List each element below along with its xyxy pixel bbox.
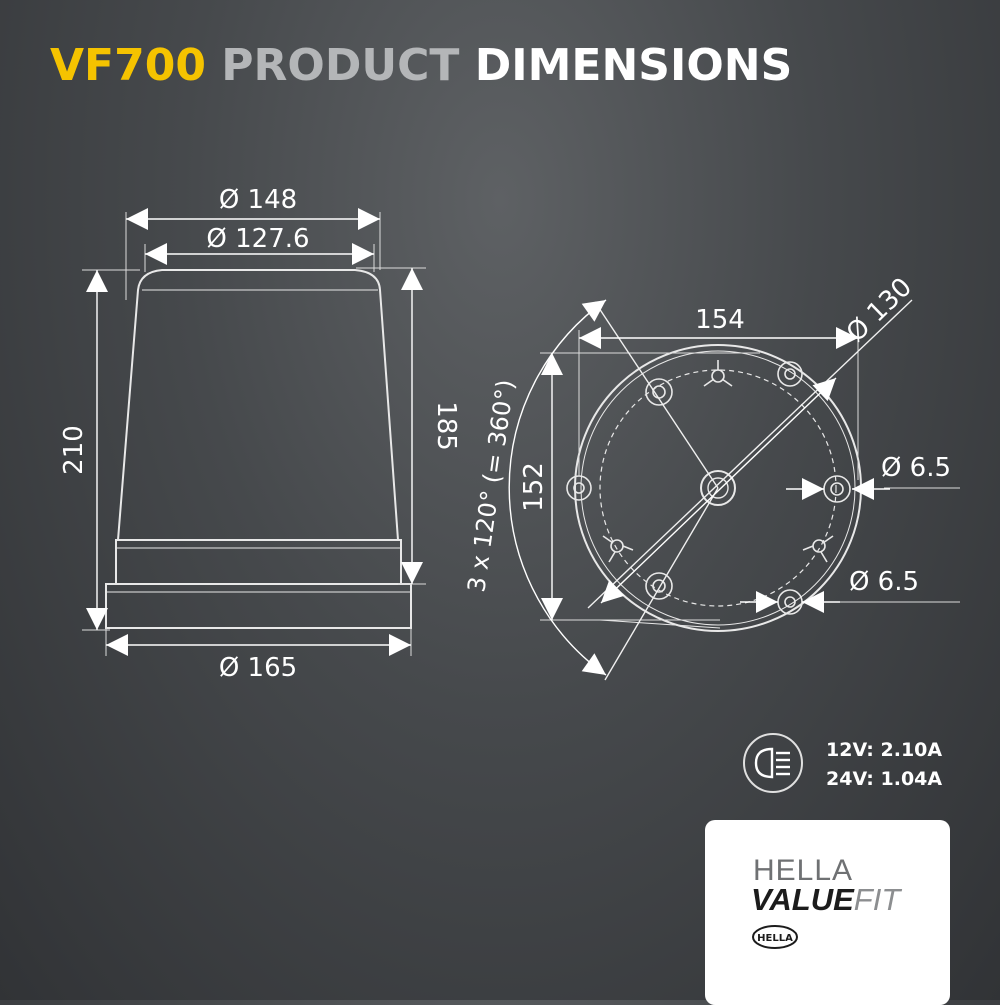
hole-outer-left [566,475,592,501]
clip-top [703,360,733,387]
label-d127: Ø 127.6 [206,224,309,254]
brand-panel: HELLA VALUEFIT HELLA [705,820,950,1005]
label-angle: 3 x 120° (= 360°) [462,378,520,594]
label-hole1: Ø 6.5 [881,453,951,483]
brand-value: VALUE [751,882,854,917]
beacon-collar [115,539,402,585]
brand-valuefit: VALUEFIT [751,882,900,918]
hella-logo-icon: HELLA [752,925,798,949]
angle-arc [508,299,607,676]
clip-bottom-right [802,535,834,563]
label-w154: 154 [695,305,745,335]
label-hole2: Ø 6.5 [849,567,919,597]
clip-bottom-left [602,535,634,563]
title-dimensions: DIMENSIONS [474,40,793,91]
label-d148: Ø 148 [219,185,297,215]
spec-12v: 12V: 2.10A [826,739,943,761]
label-d130: Ø 130 [841,272,918,348]
beacon-dome [116,269,400,541]
page-title: VF700 PRODUCT DIMENSIONS [50,44,792,88]
label-d165: Ø 165 [219,653,297,683]
beacon-base [105,583,412,629]
title-model: VF700 [50,40,206,91]
label-h210: 210 [59,425,89,475]
label-h185: 185 [431,401,461,451]
hole-bottom-left [645,572,673,600]
logo-text: HELLA [757,933,793,944]
brand-hella: HELLA [753,854,854,887]
low-beam-lamp-icon [743,733,803,793]
brand-fit: FIT [853,882,901,917]
dim-line-130 [600,377,837,604]
label-h152: 152 [519,462,549,512]
title-product: PRODUCT [221,40,460,91]
current-specs: 12V: 2.10A 24V: 1.04A [826,736,942,794]
hole-right [823,475,851,503]
spec-24v: 24V: 1.04A [826,768,943,790]
hole-top-left [645,378,673,406]
beacon-side-view [105,269,412,629]
